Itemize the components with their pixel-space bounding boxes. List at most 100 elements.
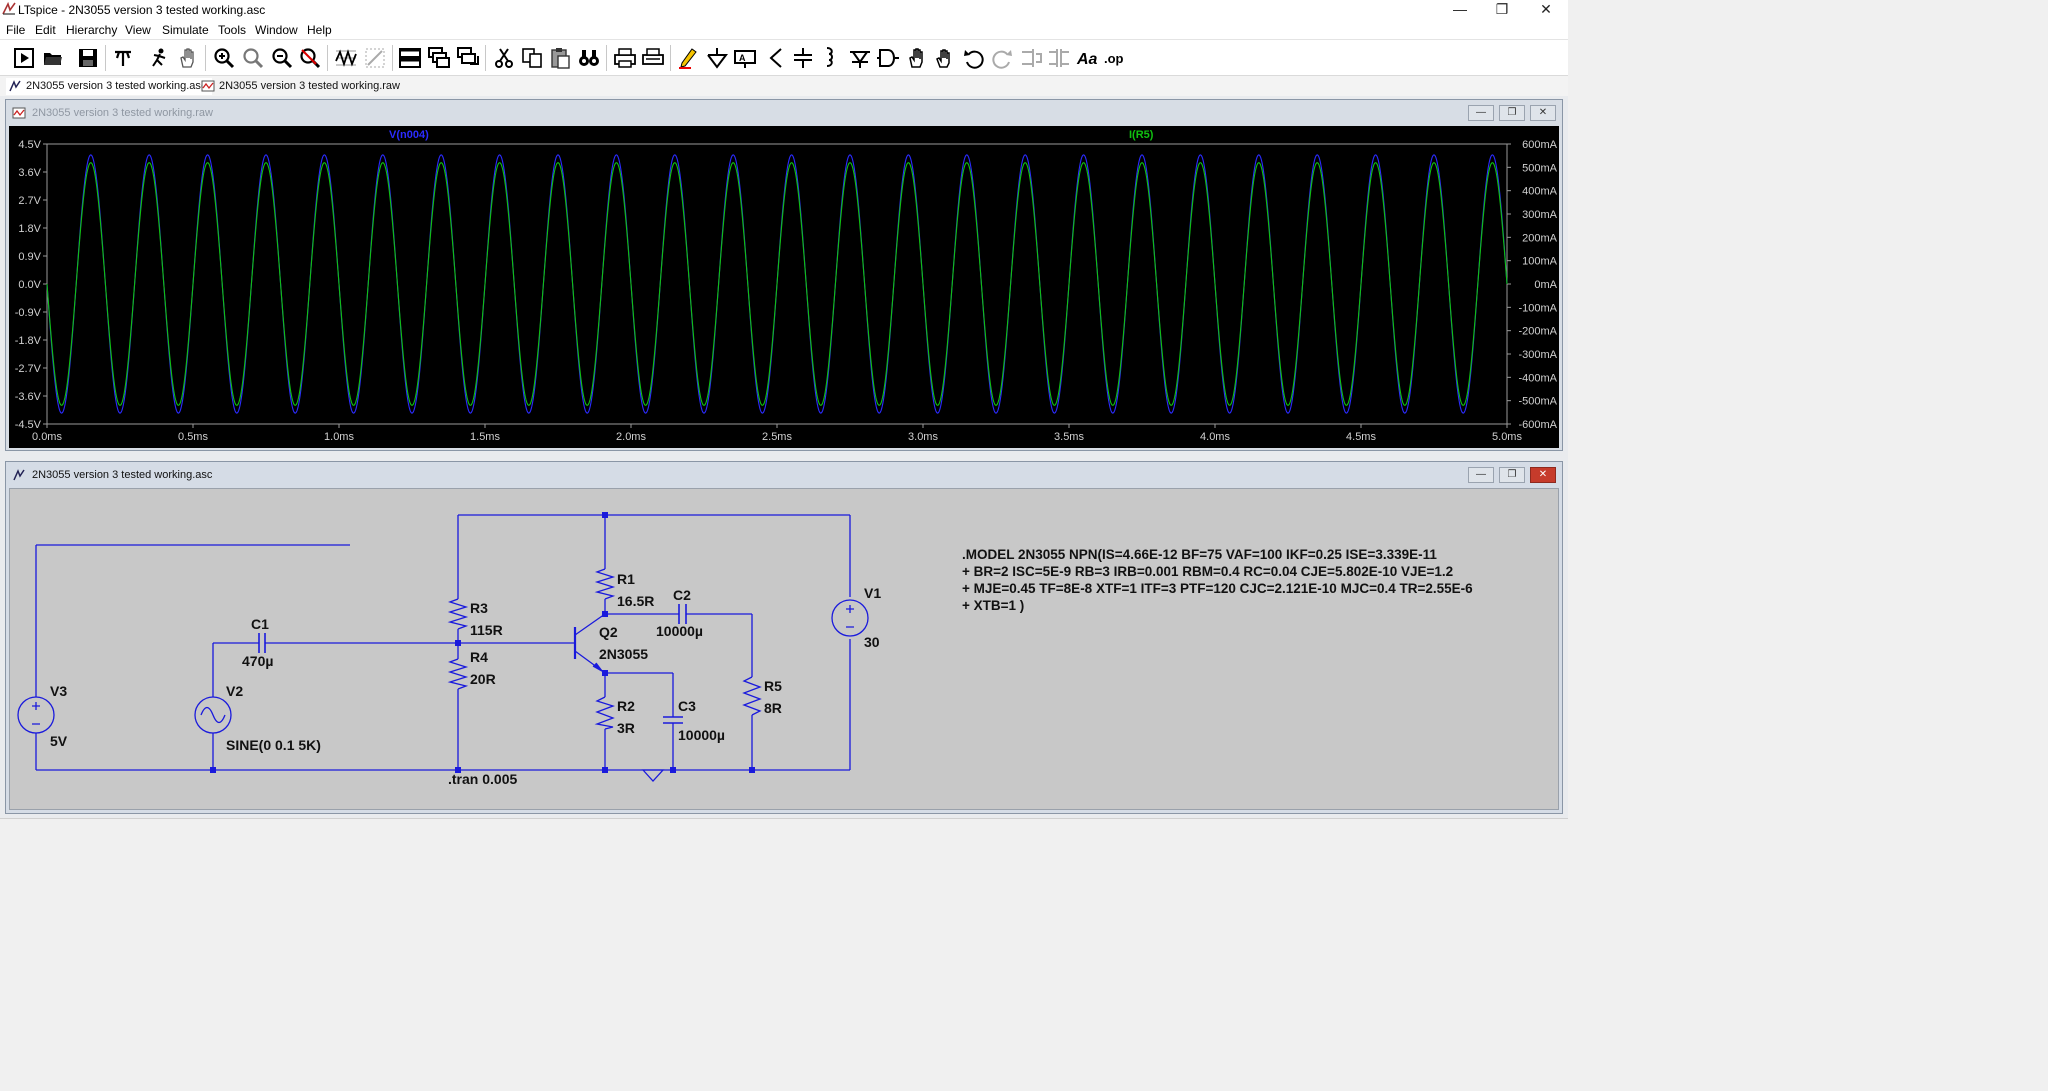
rotate-icon[interactable] bbox=[1019, 46, 1043, 70]
menu-hierarchy[interactable]: Hierarchy bbox=[66, 23, 118, 37]
tab-waveform[interactable]: 2N3055 version 3 tested working.raw bbox=[199, 78, 406, 95]
r1-value[interactable]: 16.5R bbox=[617, 593, 654, 609]
schematic-restore-button[interactable]: ❐ bbox=[1499, 467, 1525, 483]
schematic-close-button[interactable]: ✕ bbox=[1530, 467, 1556, 483]
find-icon[interactable] bbox=[577, 46, 601, 70]
wire-icon[interactable] bbox=[677, 46, 701, 70]
diode-icon[interactable] bbox=[848, 46, 872, 70]
waveform-icon bbox=[201, 80, 215, 92]
menu-edit[interactable]: Edit bbox=[35, 23, 56, 37]
r4-value[interactable]: 20R bbox=[470, 671, 496, 687]
c3-name[interactable]: C3 bbox=[678, 698, 696, 714]
c2-name[interactable]: C2 bbox=[673, 587, 691, 603]
r4-name[interactable]: R4 bbox=[470, 649, 488, 665]
r4-symbol bbox=[447, 658, 469, 690]
open-icon[interactable] bbox=[41, 46, 65, 70]
c3-value[interactable]: 10000µ bbox=[678, 727, 725, 743]
menu-window[interactable]: Window bbox=[255, 23, 298, 37]
zoom-out-icon[interactable] bbox=[270, 46, 294, 70]
q2-name[interactable]: Q2 bbox=[599, 624, 618, 640]
mirror-icon[interactable] bbox=[1047, 46, 1071, 70]
r2-value[interactable]: 3R bbox=[617, 720, 635, 736]
trace-ir5[interactable] bbox=[46, 162, 1508, 406]
close-button[interactable]: ✕ bbox=[1540, 1, 1552, 17]
capacitor-icon[interactable] bbox=[791, 46, 815, 70]
menu-tools[interactable]: Tools bbox=[218, 23, 247, 37]
r3-name[interactable]: R3 bbox=[470, 600, 488, 616]
print-setup-icon[interactable] bbox=[641, 46, 665, 70]
drag-icon[interactable] bbox=[933, 46, 957, 70]
zoom-cancel-icon[interactable] bbox=[298, 46, 322, 70]
ground-icon[interactable] bbox=[705, 46, 729, 70]
schematic-window-caption[interactable]: 2N3055 version 3 tested working.asc bbox=[6, 462, 1562, 488]
r5-name[interactable]: R5 bbox=[764, 678, 782, 694]
schematic-minimize-button[interactable]: — bbox=[1468, 467, 1494, 483]
q2-value[interactable]: 2N3055 bbox=[599, 646, 648, 662]
v2-value[interactable]: SINE(0 0.1 5K) bbox=[226, 737, 321, 753]
c1-value[interactable]: 470µ bbox=[242, 653, 273, 669]
v1-value[interactable]: 30 bbox=[864, 634, 880, 650]
waveform-close-button[interactable]: ✕ bbox=[1530, 105, 1556, 121]
menu-help[interactable]: Help bbox=[307, 23, 332, 37]
y-left-tick-label: 4.5V bbox=[18, 139, 41, 151]
copy-icon[interactable] bbox=[520, 46, 544, 70]
model-line: + MJE=0.45 TF=8E-8 XTF=1 ITF=3 PTF=120 C… bbox=[962, 581, 1473, 596]
spice-directive-icon[interactable]: .op bbox=[1104, 46, 1128, 70]
save-icon[interactable] bbox=[76, 46, 100, 70]
component-icon[interactable] bbox=[876, 46, 900, 70]
r3-value[interactable]: 115R bbox=[470, 622, 503, 638]
resistor-icon[interactable] bbox=[763, 46, 787, 70]
v2-name[interactable]: V2 bbox=[226, 683, 243, 699]
text-icon[interactable]: Aa bbox=[1076, 46, 1100, 70]
pan-hand-icon[interactable] bbox=[176, 46, 200, 70]
waveform-restore-button[interactable]: ❐ bbox=[1499, 105, 1525, 121]
schematic-window: 2N3055 version 3 tested working.asc — ❐ … bbox=[5, 461, 1563, 814]
delete-trace-icon[interactable] bbox=[363, 46, 387, 70]
tab-schematic[interactable]: 2N3055 version 3 tested working.asc bbox=[6, 78, 213, 95]
menu-file[interactable]: File bbox=[6, 23, 26, 37]
v3-value[interactable]: 5V bbox=[50, 733, 68, 749]
halt-icon[interactable] bbox=[147, 46, 171, 70]
tran-directive[interactable]: .tran 0.005 bbox=[448, 771, 517, 787]
run-icon[interactable] bbox=[12, 46, 36, 70]
r5-value[interactable]: 8R bbox=[764, 700, 782, 716]
paste-icon[interactable] bbox=[548, 46, 572, 70]
model-line: + BR=2 ISC=5E-9 RB=3 IRB=0.001 RBM=0.4 R… bbox=[962, 564, 1453, 579]
c1-name[interactable]: C1 bbox=[251, 616, 269, 632]
r1-name[interactable]: R1 bbox=[617, 571, 635, 587]
cascade-icon[interactable] bbox=[427, 46, 451, 70]
tile-horizontal-icon[interactable] bbox=[398, 46, 422, 70]
print-icon[interactable] bbox=[613, 46, 637, 70]
maximize-button[interactable]: ❐ bbox=[1495, 1, 1509, 17]
r2-name[interactable]: R2 bbox=[617, 698, 635, 714]
waveform-minimize-button[interactable]: — bbox=[1468, 105, 1494, 121]
minimize-button[interactable]: — bbox=[1453, 1, 1467, 17]
label-net-icon[interactable]: A bbox=[733, 46, 757, 70]
trace-label-vn004[interactable]: V(n004) bbox=[389, 129, 429, 141]
trace-label-ir5[interactable]: I(R5) bbox=[1129, 129, 1154, 141]
control-panel-icon[interactable] bbox=[111, 46, 135, 70]
v1-name[interactable]: V1 bbox=[864, 585, 881, 601]
y-left-tick-label: -3.6V bbox=[15, 391, 42, 403]
redo-icon[interactable] bbox=[990, 46, 1014, 70]
zoom-in-icon[interactable] bbox=[212, 46, 236, 70]
waveform-window-caption[interactable]: 2N3055 version 3 tested working.raw bbox=[6, 100, 1562, 126]
model-directive[interactable]: .MODEL 2N3055 NPN(IS=4.66E-12 BF=75 VAF=… bbox=[962, 547, 1473, 613]
wires[interactable] bbox=[35, 514, 851, 771]
menu-simulate[interactable]: Simulate bbox=[162, 23, 209, 37]
schematic-canvas[interactable]: V3 5V V2 SINE(0 0.1 5K) C1 470µ R3 115R … bbox=[9, 488, 1559, 810]
c2-value[interactable]: 10000µ bbox=[656, 623, 703, 639]
toolbar-separator bbox=[105, 45, 106, 71]
undo-icon[interactable] bbox=[962, 46, 986, 70]
inductor-icon[interactable] bbox=[819, 46, 843, 70]
schematic-drawing[interactable]: V3 5V V2 SINE(0 0.1 5K) C1 470µ R3 115R … bbox=[10, 489, 1558, 809]
waveform-chart[interactable]: V(n004) I(R5) 4.5V3.6V2.7V1.8V0.9V0.0V-0… bbox=[9, 126, 1559, 448]
cut-icon[interactable] bbox=[492, 46, 516, 70]
autorange-icon[interactable] bbox=[334, 46, 358, 70]
menu-view[interactable]: View bbox=[125, 23, 151, 37]
tile-vertical-icon[interactable] bbox=[456, 46, 480, 70]
v3-name[interactable]: V3 bbox=[50, 683, 67, 699]
move-icon[interactable] bbox=[905, 46, 929, 70]
zoom-full-icon[interactable] bbox=[241, 46, 265, 70]
